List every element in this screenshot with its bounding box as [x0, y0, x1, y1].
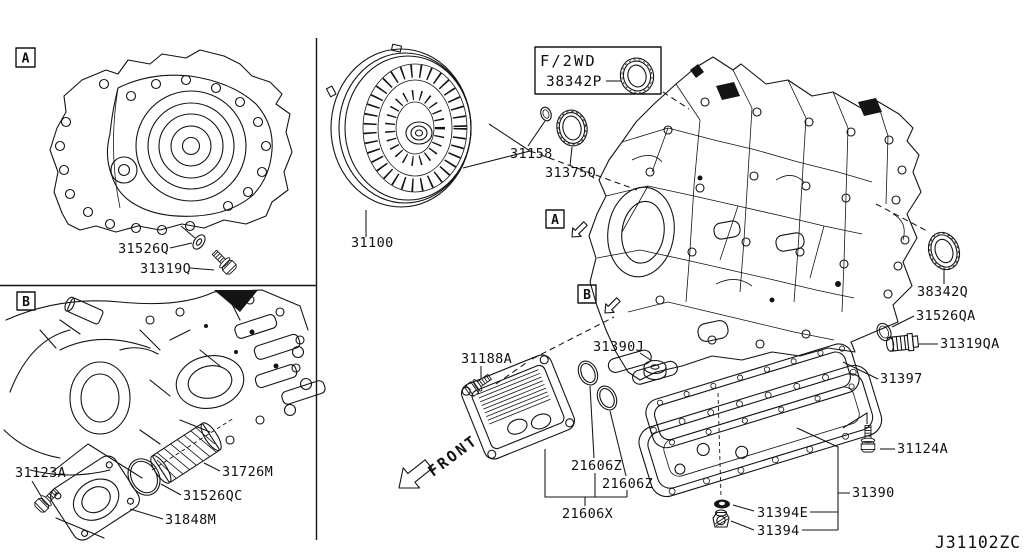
label-31188A: 31188A	[461, 351, 512, 367]
o-ring-21606Z-lower-glyph	[596, 385, 618, 411]
o-ring-21606Z-upper-glyph	[577, 360, 599, 386]
label-38342P: 38342P	[546, 74, 602, 90]
panel-b: B	[3, 289, 326, 541]
panel-b-marker: B	[22, 295, 30, 310]
grommet-31390J-glyph	[643, 359, 667, 381]
label-31390: 31390	[852, 485, 895, 501]
label-31375Q: 31375Q	[545, 165, 596, 181]
view-marker-b-letter: B	[583, 288, 591, 303]
panel-dividers	[0, 38, 318, 540]
label-31100: 31100	[351, 235, 394, 251]
drain-washer-31394E-glyph	[714, 499, 730, 509]
label-31319Q: 31319Q	[140, 261, 191, 277]
panel-a: A 31526Q	[15, 47, 293, 277]
label-38342Q: 38342Q	[917, 284, 968, 300]
label-f2wd: F/2WD	[540, 52, 597, 70]
label-21606X: 21606X	[562, 506, 613, 522]
label-31394: 31394	[757, 523, 800, 539]
transmission-case-art	[588, 56, 922, 385]
side-cover-glyph	[50, 455, 140, 541]
front-label: FRONT	[425, 431, 482, 480]
washer-31526Q-glyph	[192, 234, 206, 250]
label-31390J: 31390J	[593, 339, 644, 355]
seal-31375Q-glyph	[556, 109, 588, 147]
label-21606Z-upper: 21606Z	[571, 458, 622, 474]
bolt-31319Q-glyph	[209, 247, 239, 277]
view-marker-b: B	[577, 284, 621, 314]
panel-b-marker-box	[16, 291, 36, 311]
panel-a-marker: A	[22, 52, 30, 67]
oil-cooler-art	[460, 354, 576, 460]
o-ring-31526QA-glyph	[876, 322, 892, 342]
label-31726M: 31726M	[222, 464, 273, 480]
view-marker-a: A	[545, 209, 588, 238]
label-31526QA: 31526QA	[916, 308, 976, 324]
view-arrow-a-icon	[571, 221, 588, 238]
label-31158: 31158	[510, 146, 553, 162]
drain-plug-31394-glyph	[712, 509, 730, 528]
view-arrow-b-icon	[604, 297, 621, 314]
label-31319QA: 31319QA	[940, 336, 1000, 352]
seal-38342Q-glyph	[927, 231, 961, 271]
panel-a-marker-box	[15, 47, 36, 68]
oil-filter-glyph	[150, 422, 222, 484]
seal-38342P-glyph	[619, 57, 655, 95]
label-31394E: 31394E	[757, 505, 808, 521]
front-indicator: FRONT	[398, 431, 482, 489]
f2wd-callout: F/2WD 38342P	[534, 46, 690, 110]
label-31848M: 31848M	[165, 512, 216, 528]
converter-seals: 31158 31375Q	[510, 106, 596, 181]
label-31124A: 31124A	[897, 441, 948, 457]
plug-31319QA-glyph	[885, 332, 920, 352]
case-side-parts: 38342Q 31526QA 31319QA	[875, 203, 1000, 352]
o-ring-31526QC-glyph	[127, 458, 161, 496]
case-bolts	[645, 97, 910, 349]
torque-converter: 31100	[325, 43, 638, 251]
label-31123A: 31123A	[15, 465, 66, 481]
label-31526Q: 31526Q	[118, 241, 169, 257]
case-cutaway-art	[3, 289, 326, 539]
converter-housing-art	[49, 49, 293, 239]
label-31397: 31397	[880, 371, 923, 387]
label-21606Z-lower: 21606Z	[602, 476, 653, 492]
housing-bolt-holes	[54, 74, 272, 236]
view-marker-a-letter: A	[551, 213, 559, 228]
diagram-code: J31102ZC	[935, 533, 1021, 552]
o-ring-31158-glyph	[540, 106, 552, 122]
oil-pan-art	[638, 364, 883, 498]
label-31526QC: 31526QC	[183, 488, 243, 504]
